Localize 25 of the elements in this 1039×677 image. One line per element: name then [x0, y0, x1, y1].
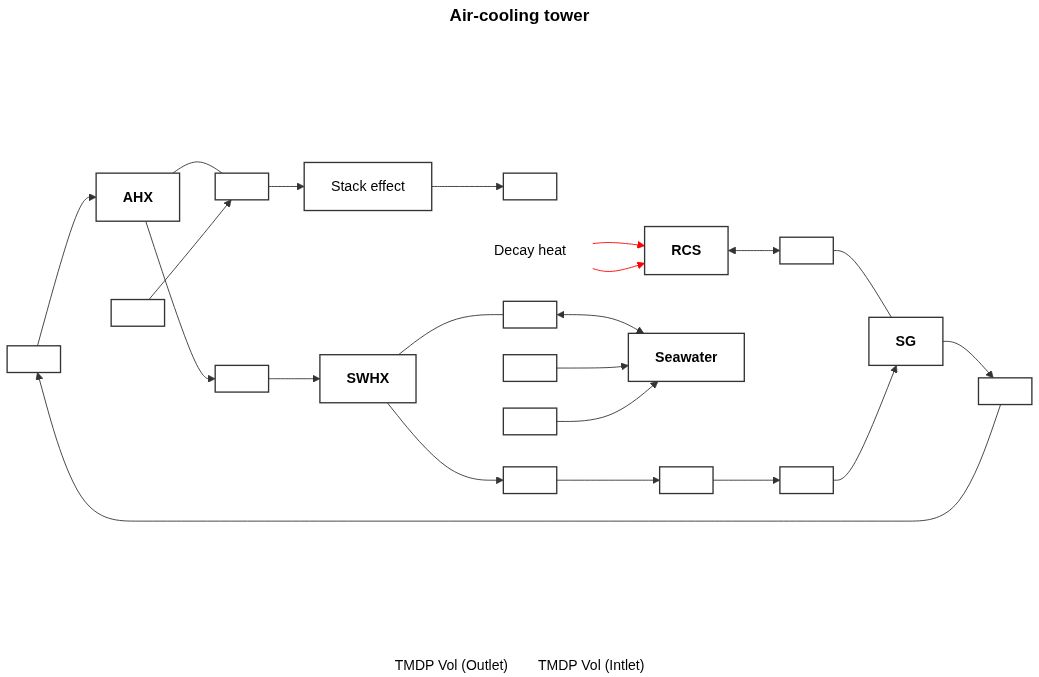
- node-box: [6, 345, 62, 374]
- note-label: TMDP Vol (Intlet): [538, 657, 645, 673]
- note-label: TMDP Vol (Outlet): [394, 657, 508, 673]
- diagram-title: Air-cooling tower: [448, 6, 591, 26]
- node-box: [658, 466, 714, 495]
- node-box: [779, 466, 834, 495]
- node-box: [502, 172, 558, 201]
- node-box: [502, 300, 558, 329]
- node-box: SG: [868, 316, 944, 367]
- node-box: [214, 364, 270, 393]
- node-box: [502, 407, 558, 436]
- node-box: Seawater: [627, 332, 745, 383]
- node-box: RCS: [643, 225, 729, 276]
- node-box: Stack effect: [303, 161, 433, 212]
- node-text: Decay heat: [494, 242, 567, 258]
- node-box: [779, 236, 834, 265]
- node-box: [502, 466, 558, 495]
- node-box: [502, 354, 558, 383]
- node-box: AHX: [95, 172, 181, 222]
- node-box: [110, 298, 166, 327]
- node-box: [214, 172, 270, 201]
- node-box: [977, 377, 1033, 406]
- node-box: SWHX: [319, 354, 417, 404]
- connector: [398, 314, 504, 356]
- connector: [172, 161, 223, 174]
